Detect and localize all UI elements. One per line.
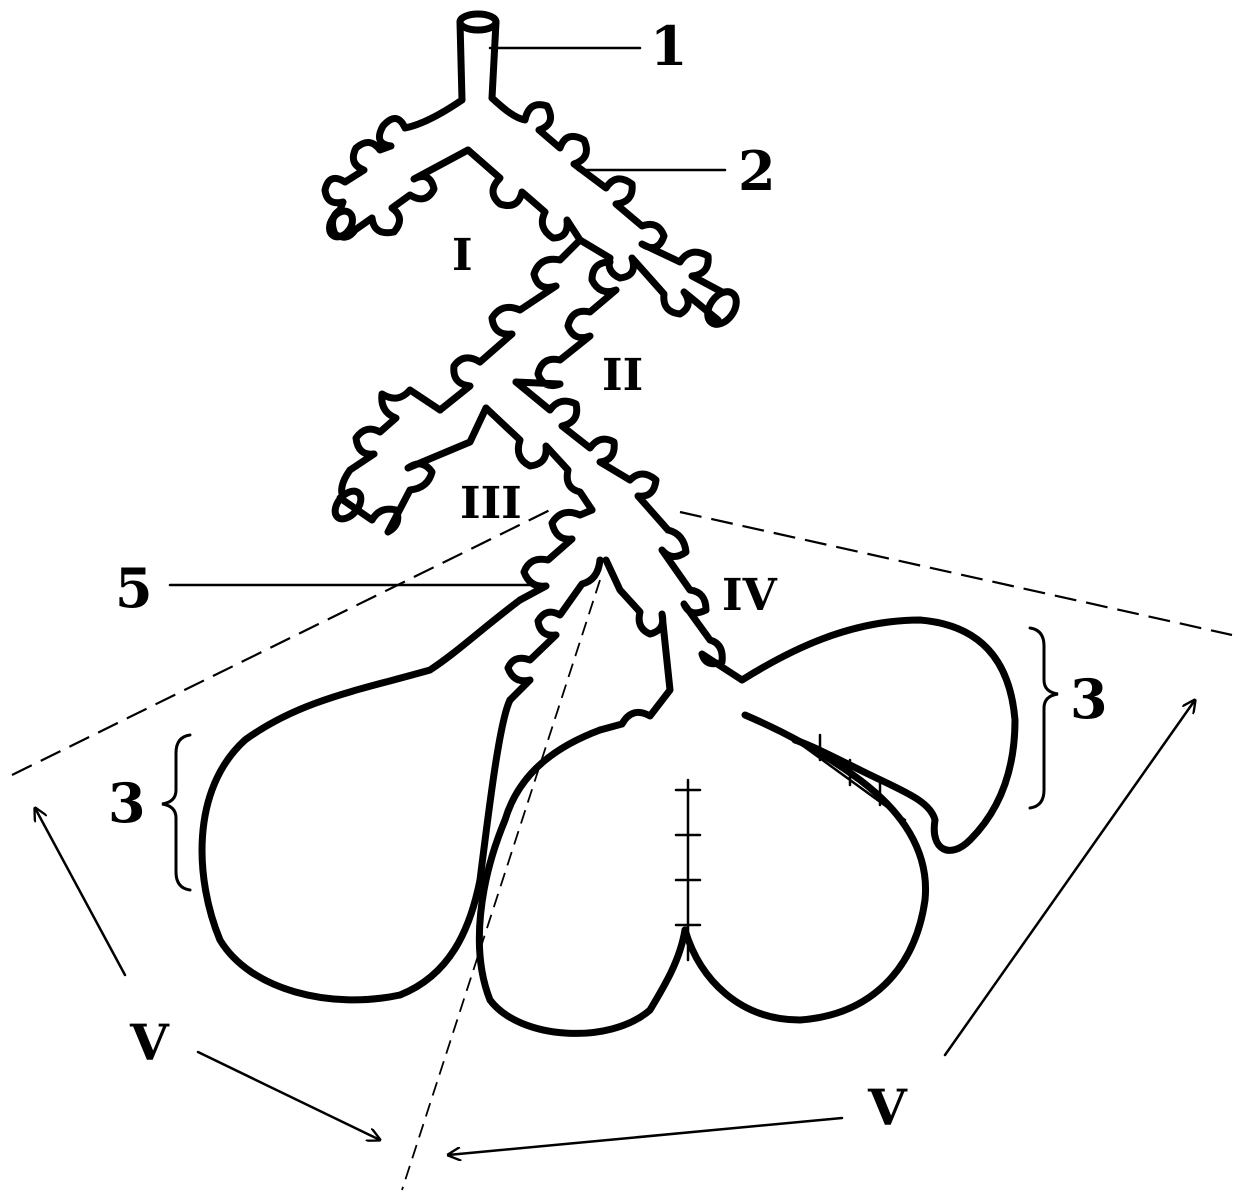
label-1: 1	[650, 14, 688, 78]
arrows	[35, 700, 1195, 1155]
label-roman-2: II	[602, 350, 643, 401]
brackets	[162, 628, 1058, 890]
middle-lobules	[479, 715, 925, 1033]
bronchial-branches	[325, 98, 742, 730]
label-roman-1: I	[452, 230, 473, 281]
label-3-right: 3	[1070, 667, 1108, 731]
label-roman-4: IV	[722, 570, 778, 621]
left-lobule	[202, 600, 520, 1000]
label-v-left: V	[129, 1013, 170, 1072]
label-2: 2	[738, 139, 776, 203]
label-5: 5	[115, 556, 153, 620]
label-v-right: V	[867, 1078, 908, 1137]
label-roman-3: III	[460, 478, 522, 529]
trachea	[460, 14, 496, 100]
dashed-boundaries	[12, 510, 1232, 1190]
label-3-left: 3	[108, 771, 146, 835]
